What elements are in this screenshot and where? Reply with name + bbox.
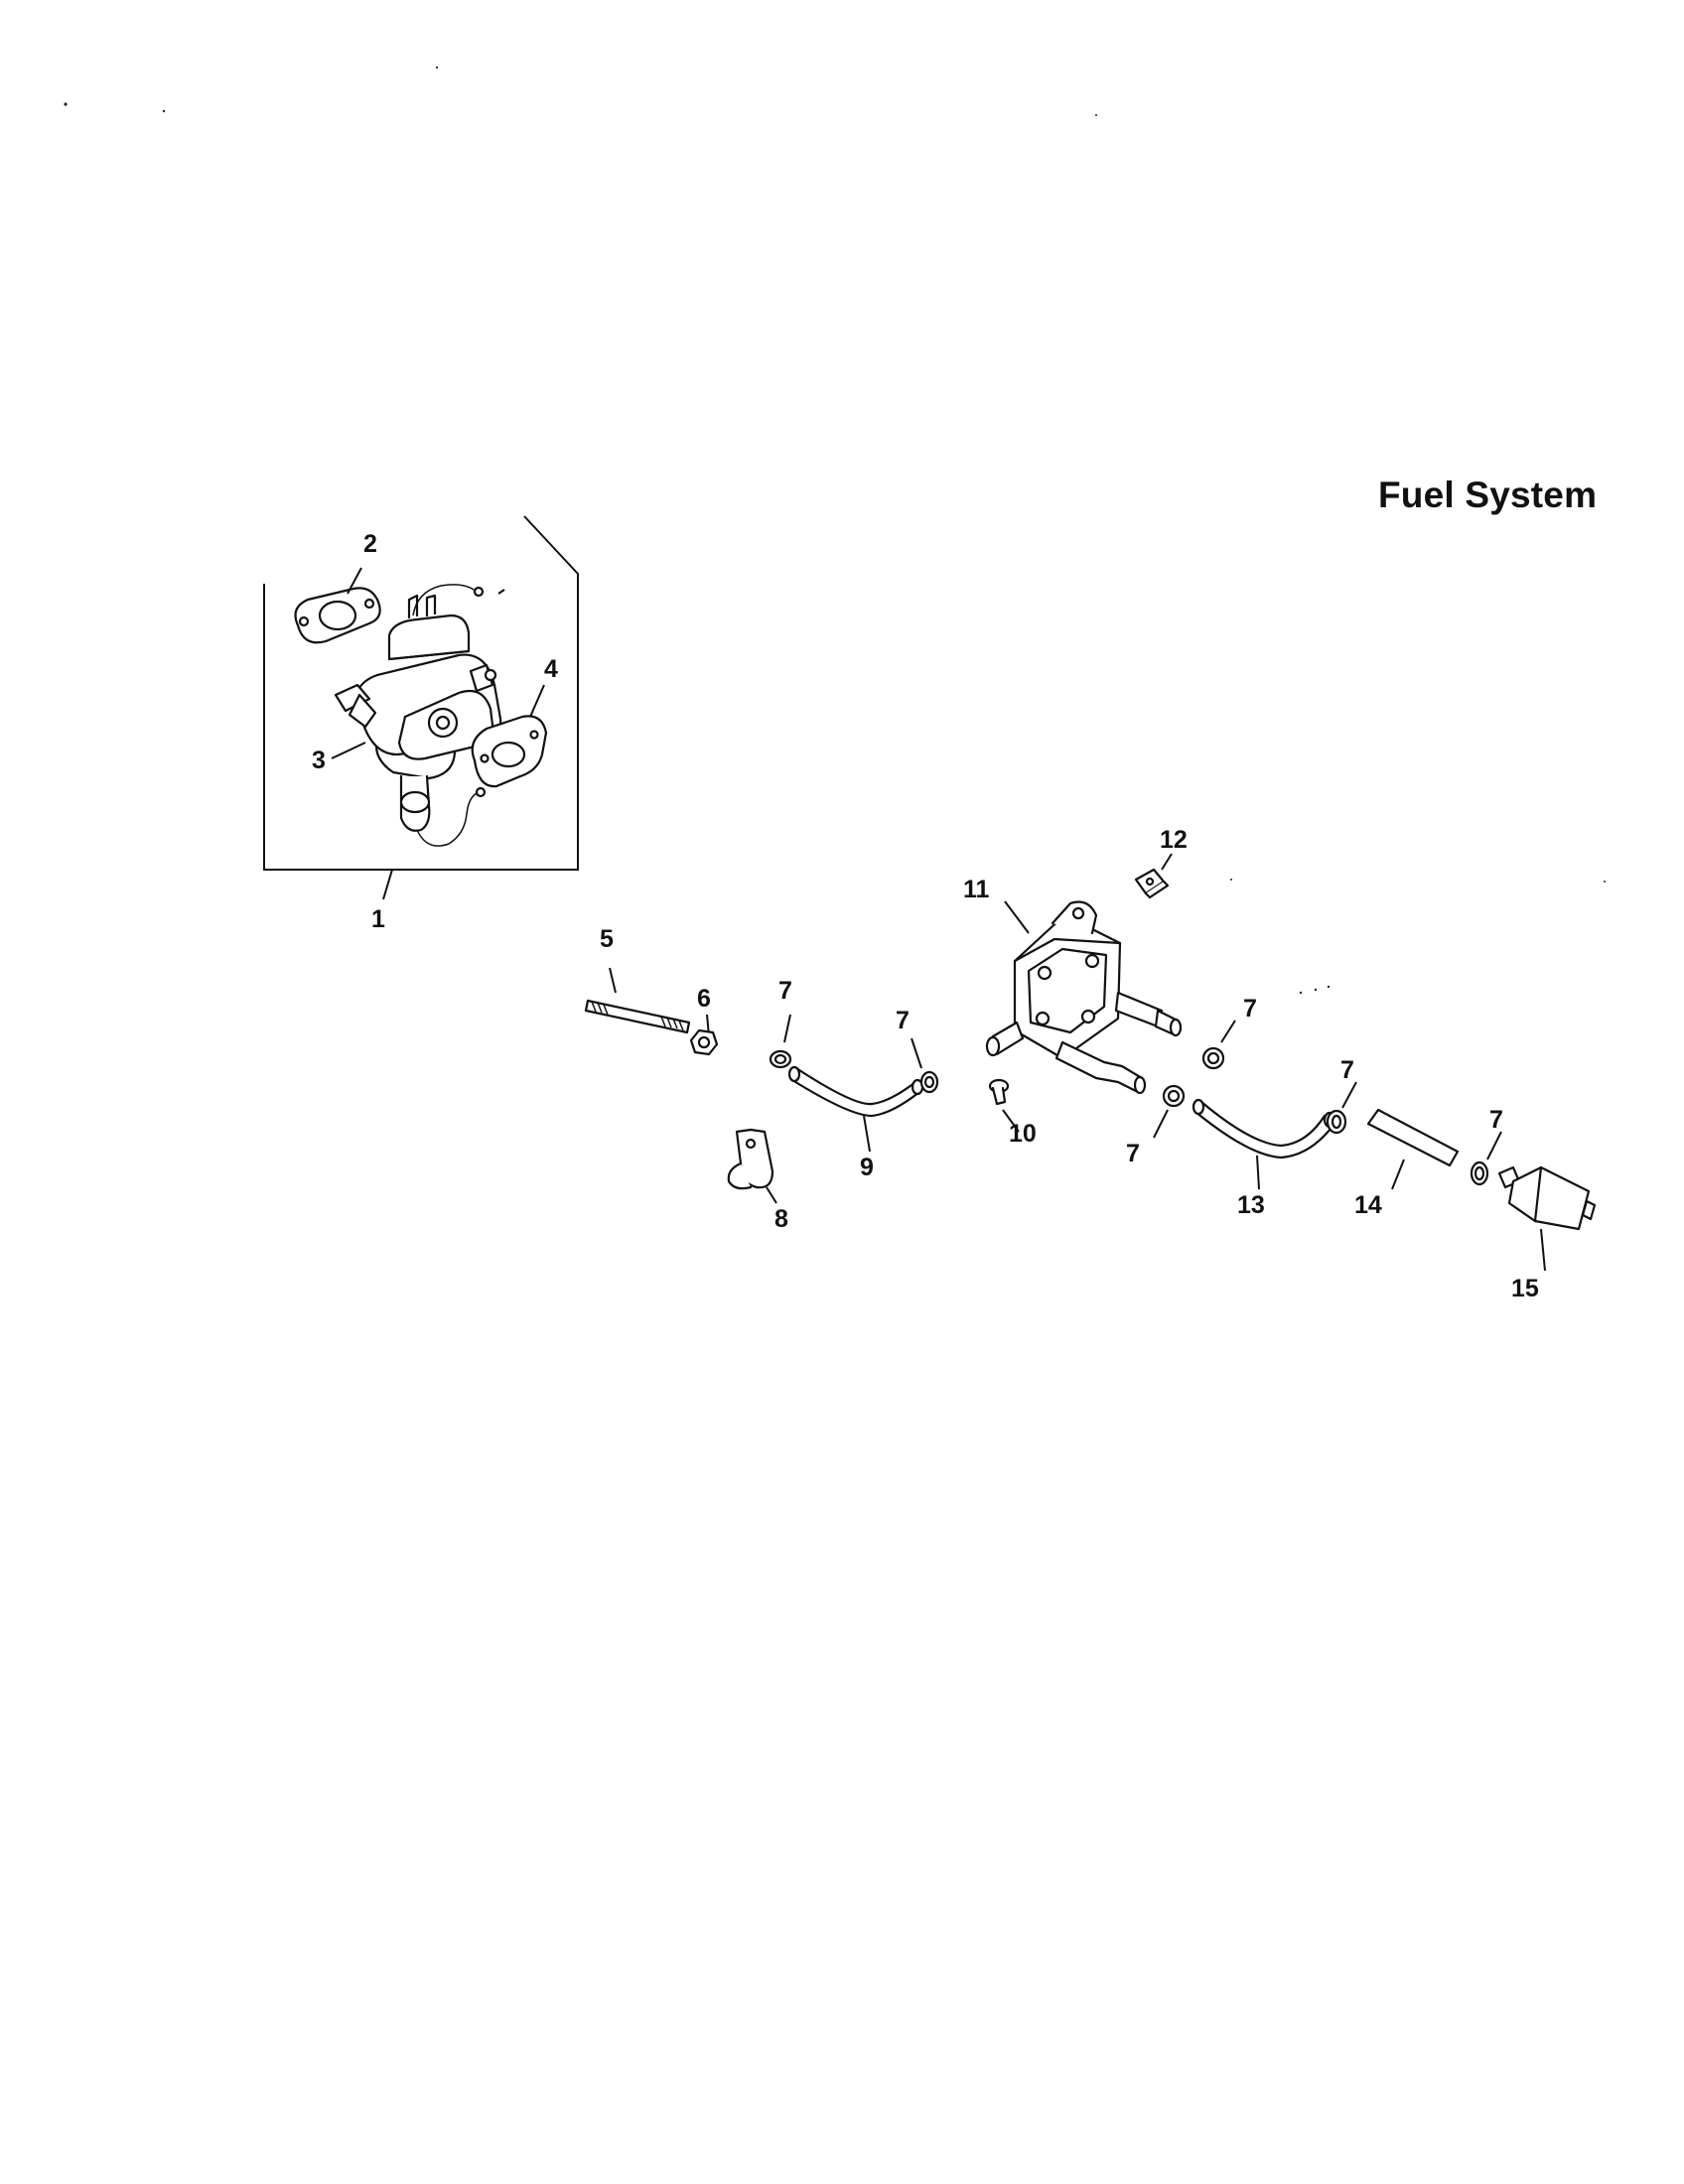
- stud-5: [584, 967, 691, 1034]
- callout-2: 2: [363, 530, 377, 558]
- callout-5: 5: [600, 925, 614, 953]
- hose-clamp-7d: [1153, 1084, 1186, 1139]
- nut-6: [689, 1014, 719, 1056]
- callout-labels: 2 3 4 1 5 6 7 7 7 7 7 7 8 9 10 11 12 13 …: [312, 530, 1539, 1302]
- scan-specks: [64, 66, 1606, 995]
- callout-7d: 7: [1126, 1140, 1140, 1167]
- callout-11: 11: [963, 876, 990, 903]
- callout-9: 9: [860, 1154, 874, 1181]
- clip-8: [727, 1128, 777, 1204]
- fuel-line-13: [1192, 1098, 1336, 1190]
- fuel-filter-15: [1497, 1165, 1597, 1272]
- callout-7b: 7: [896, 1007, 910, 1034]
- hose-14: [1366, 1108, 1460, 1190]
- callout-14: 14: [1354, 1191, 1382, 1219]
- kit-frame: [263, 515, 579, 900]
- callout-3: 3: [312, 747, 326, 774]
- page-title: Fuel System: [1378, 475, 1598, 515]
- fitting-12: [1134, 853, 1173, 899]
- hose-clamp-7c: [1201, 1020, 1236, 1070]
- callout-8: 8: [774, 1205, 788, 1233]
- callout-10: 10: [1009, 1120, 1037, 1148]
- carburetor-3: [331, 584, 502, 847]
- callout-7f: 7: [1489, 1106, 1503, 1134]
- gasket-4: [471, 684, 548, 788]
- callout-1: 1: [371, 905, 385, 933]
- callout-13: 13: [1237, 1191, 1265, 1219]
- callout-7c: 7: [1243, 995, 1257, 1023]
- callout-4: 4: [544, 655, 558, 683]
- hose-clamp-7a: [769, 1014, 792, 1069]
- hose-clamp-7f: [1470, 1131, 1502, 1186]
- gasket-2: [294, 567, 381, 644]
- callout-15: 15: [1511, 1275, 1539, 1302]
- callout-12: 12: [1160, 826, 1188, 854]
- callout-7e: 7: [1340, 1056, 1354, 1084]
- fuel-line-9: [787, 1065, 924, 1153]
- hose-clamp-7e: [1326, 1081, 1357, 1135]
- callout-7a: 7: [778, 977, 792, 1005]
- screw-10: [988, 1078, 1020, 1133]
- hose-clamp-7b: [911, 1037, 939, 1094]
- callout-6: 6: [697, 985, 711, 1013]
- fuel-pump-11: [985, 900, 1183, 1095]
